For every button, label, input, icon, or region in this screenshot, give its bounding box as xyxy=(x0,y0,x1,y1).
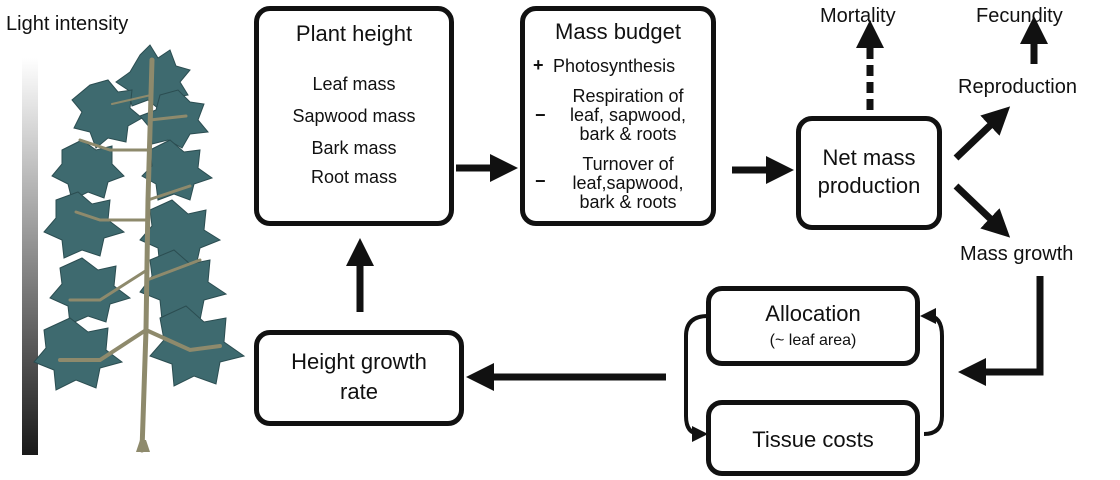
root-mass-item: Root mass xyxy=(310,167,398,187)
respiration-line-3: bark & roots xyxy=(579,124,677,144)
arrow-net-to-mass-growth xyxy=(953,183,1011,238)
respiration-line-1: Respiration of xyxy=(572,86,684,106)
mass-budget-title: Mass budget xyxy=(555,19,681,44)
loop-allocation-to-tissue xyxy=(684,314,709,442)
height-growth-rate-box: Height growth rate xyxy=(254,330,464,426)
sapwood-mass-item: Sapwood mass xyxy=(292,106,416,126)
mortality-label: Mortality xyxy=(820,5,896,27)
arrow-net-to-reproduction xyxy=(953,106,1011,161)
net-mass-production-box: Net mass production xyxy=(796,116,942,230)
leaf-mass-item: Leaf mass xyxy=(312,74,396,94)
height-growth-line-2: rate xyxy=(340,379,378,404)
tissue-costs-box: Tissue costs xyxy=(706,400,920,476)
net-mass-line-2: production xyxy=(817,173,921,198)
allocation-title: Allocation xyxy=(765,301,861,326)
mass-growth-label: Mass growth xyxy=(960,243,1074,265)
minus-sign-respiration: − xyxy=(535,105,546,125)
bark-mass-item: Bark mass xyxy=(311,138,397,158)
photosynthesis-item: Photosynthesis xyxy=(553,56,676,76)
tree-illustration xyxy=(33,44,246,453)
tissue-costs-title: Tissue costs xyxy=(752,427,874,452)
light-intensity-label: Light intensity xyxy=(6,13,129,35)
plus-sign: + xyxy=(533,55,544,75)
net-mass-line-1: Net mass xyxy=(822,145,916,170)
fecundity-label: Fecundity xyxy=(976,5,1063,27)
turnover-line-2: leaf,sapwood, xyxy=(572,173,684,193)
plant-height-box: Plant height Leaf mass Sapwood mass Bark… xyxy=(254,6,454,226)
height-growth-line-1: Height growth xyxy=(291,349,427,374)
turnover-line-3: bark & roots xyxy=(579,192,677,212)
allocation-subtitle: (~ leaf area) xyxy=(769,332,857,349)
reproduction-label: Reproduction xyxy=(958,76,1077,98)
allocation-box: Allocation (~ leaf area) xyxy=(706,286,920,366)
loop-tissue-to-allocation xyxy=(920,308,944,436)
turnover-line-1: Turnover of xyxy=(582,154,674,174)
respiration-line-2: leaf, sapwood, xyxy=(569,105,687,125)
plant-height-title: Plant height xyxy=(295,21,413,46)
mass-budget-box: Mass budget + Photosynthesis Respiration… xyxy=(520,6,716,226)
minus-sign-turnover: − xyxy=(535,171,546,191)
arrow-mass-growth-to-allocation xyxy=(958,276,1044,386)
light-gradient-bar xyxy=(22,58,38,455)
